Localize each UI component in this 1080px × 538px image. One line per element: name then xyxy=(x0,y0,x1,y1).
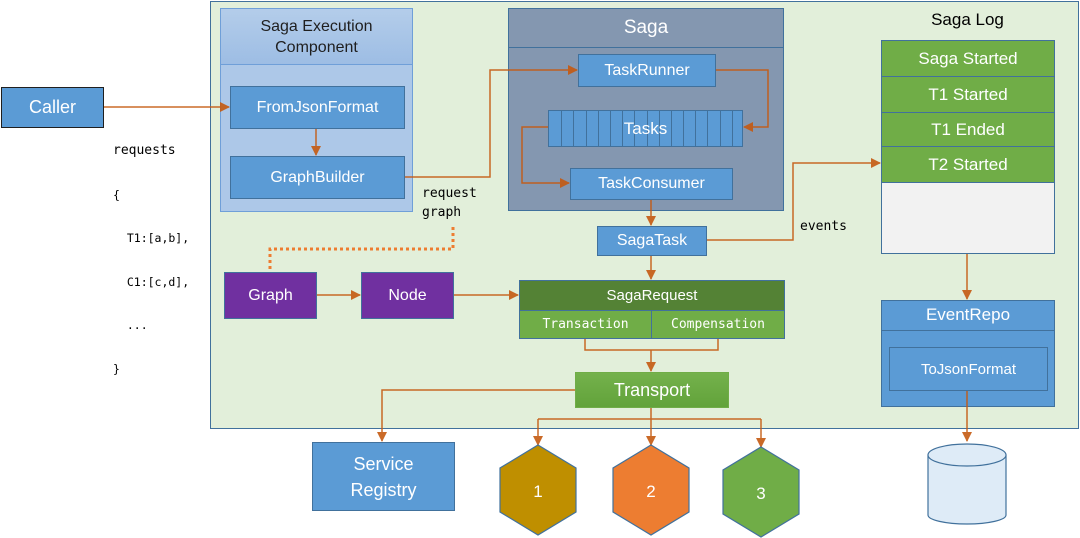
requests-title: requests xyxy=(113,143,176,158)
saga-request-title: SagaRequest xyxy=(606,287,698,304)
saga-log-entry-label: T2 Started xyxy=(928,154,1008,174)
tasks-queue-slot xyxy=(549,111,733,146)
saga-log-entry-label: Saga Started xyxy=(918,48,1018,68)
service-2-label: 2 xyxy=(646,482,655,501)
saga-log-entry-label: T1 Started xyxy=(928,84,1008,104)
from-json-format-box[interactable]: FromJsonFormat xyxy=(230,86,405,129)
task-consumer-box[interactable]: TaskConsumer xyxy=(570,168,733,200)
compensation-label: Compensation xyxy=(671,317,765,332)
transport-label: Transport xyxy=(613,379,691,400)
from-json-format-label: FromJsonFormat xyxy=(256,98,379,116)
tasks-queue-slot xyxy=(549,111,697,146)
service-registry-box[interactable]: Service Registry xyxy=(312,442,455,511)
transport-box[interactable]: Transport xyxy=(575,372,729,408)
tasks-queue-slot xyxy=(549,111,611,146)
tasks-queue-slot xyxy=(549,111,624,146)
compensation-box[interactable]: Compensation xyxy=(651,310,785,339)
service-registry-line2: Registry xyxy=(350,479,417,500)
caller-label: Caller xyxy=(28,97,76,117)
tasks-queue-slot xyxy=(549,111,672,146)
task-runner-box[interactable]: TaskRunner xyxy=(578,54,716,87)
node-label: Node xyxy=(388,286,427,304)
saga-log-entry-label: T1 Ended xyxy=(931,119,1005,139)
service-registry-line1: Service xyxy=(353,453,414,474)
requests-line: } xyxy=(113,361,120,376)
service-3-label: 3 xyxy=(756,484,765,503)
to-json-format-box[interactable]: ToJsonFormat xyxy=(889,347,1048,391)
graph-builder-label: GraphBuilder xyxy=(270,168,365,186)
tasks-label-wrap: Tasks xyxy=(548,110,743,147)
requests-line: ... xyxy=(113,318,148,332)
tasks-queue-slot xyxy=(549,111,599,146)
tasks-queue-slot xyxy=(549,111,563,146)
sec-title-line2: Component xyxy=(275,38,358,56)
arrow-tasks-to-taskconsumer xyxy=(521,126,570,188)
requests-line: { xyxy=(113,187,120,202)
transaction-label: Transaction xyxy=(542,317,629,332)
to-json-format-label: ToJsonFormat xyxy=(920,360,1017,378)
task-runner-label: TaskRunner xyxy=(604,61,690,79)
database-icon xyxy=(927,443,1007,525)
arrow-taskrunner-to-tasks xyxy=(716,69,769,132)
event-repo-box[interactable] xyxy=(881,300,1055,407)
tasks-label: Tasks xyxy=(623,118,668,138)
graph-builder-box[interactable]: GraphBuilder xyxy=(230,156,405,199)
tasks-queue-slot xyxy=(549,111,648,146)
saga-task-box[interactable]: SagaTask xyxy=(597,226,707,256)
arrow-transport-to-registry xyxy=(377,389,575,442)
requests-annotation: requests { T1:[a,b], C1:[c,d], ... } xyxy=(113,115,189,391)
service-3-hexagon[interactable] xyxy=(722,446,800,538)
tasks-queue-slot xyxy=(549,111,636,146)
tasks-queue-slot xyxy=(549,111,660,146)
graph-label: Graph xyxy=(248,286,293,304)
saga-log-entry[interactable]: Saga Started xyxy=(881,40,1055,77)
connector-transaction-compensation xyxy=(584,339,719,351)
service-1-hexagon[interactable] xyxy=(499,444,577,536)
tasks-queue-slot xyxy=(549,111,709,146)
saga-title: Saga xyxy=(623,17,669,38)
request-graph-line2: graph xyxy=(422,205,462,220)
saga-task-label: SagaTask xyxy=(616,232,688,249)
graph-box[interactable]: Graph xyxy=(224,272,317,319)
saga-execution-component-header: Saga Execution Component xyxy=(220,8,413,65)
request-graph-line1: request xyxy=(422,186,477,201)
dotted-request-graph-link xyxy=(268,227,455,271)
sec-title-line1: Saga Execution xyxy=(260,17,373,35)
tasks-queue-slot xyxy=(549,111,587,146)
tasks-queue-slot xyxy=(549,111,575,146)
saga-log-entry[interactable]: T2 Started xyxy=(881,146,1055,183)
tasks-queue[interactable] xyxy=(548,110,743,147)
transaction-box[interactable]: Transaction xyxy=(519,310,652,339)
node-box[interactable]: Node xyxy=(361,272,454,319)
caller-box[interactable]: Caller xyxy=(1,87,104,128)
request-graph-label: request graph xyxy=(422,184,477,222)
tasks-queue-slot xyxy=(549,111,721,146)
tasks-queue-slot xyxy=(549,111,685,146)
saga-log-title: Saga Log xyxy=(931,10,1004,29)
event-repo-title: EventRepo xyxy=(925,305,1011,324)
requests-line: C1:[c,d], xyxy=(113,274,190,289)
task-consumer-label: TaskConsumer xyxy=(598,175,705,192)
events-label: events xyxy=(800,219,847,234)
arrow-graphbuilder-to-taskrunner xyxy=(405,65,578,178)
requests-line: T1:[a,b], xyxy=(113,231,190,245)
service-2-hexagon[interactable] xyxy=(612,444,690,536)
saga-header: Saga xyxy=(508,8,784,48)
service-1-label: 1 xyxy=(533,482,542,501)
event-repo-header: EventRepo xyxy=(881,300,1055,331)
connector-transport-services xyxy=(538,408,761,420)
services-group: 1 2 3 xyxy=(499,444,800,538)
arrow-sagatask-to-sagalog xyxy=(707,158,881,241)
saga-request-header[interactable]: SagaRequest xyxy=(519,280,785,311)
